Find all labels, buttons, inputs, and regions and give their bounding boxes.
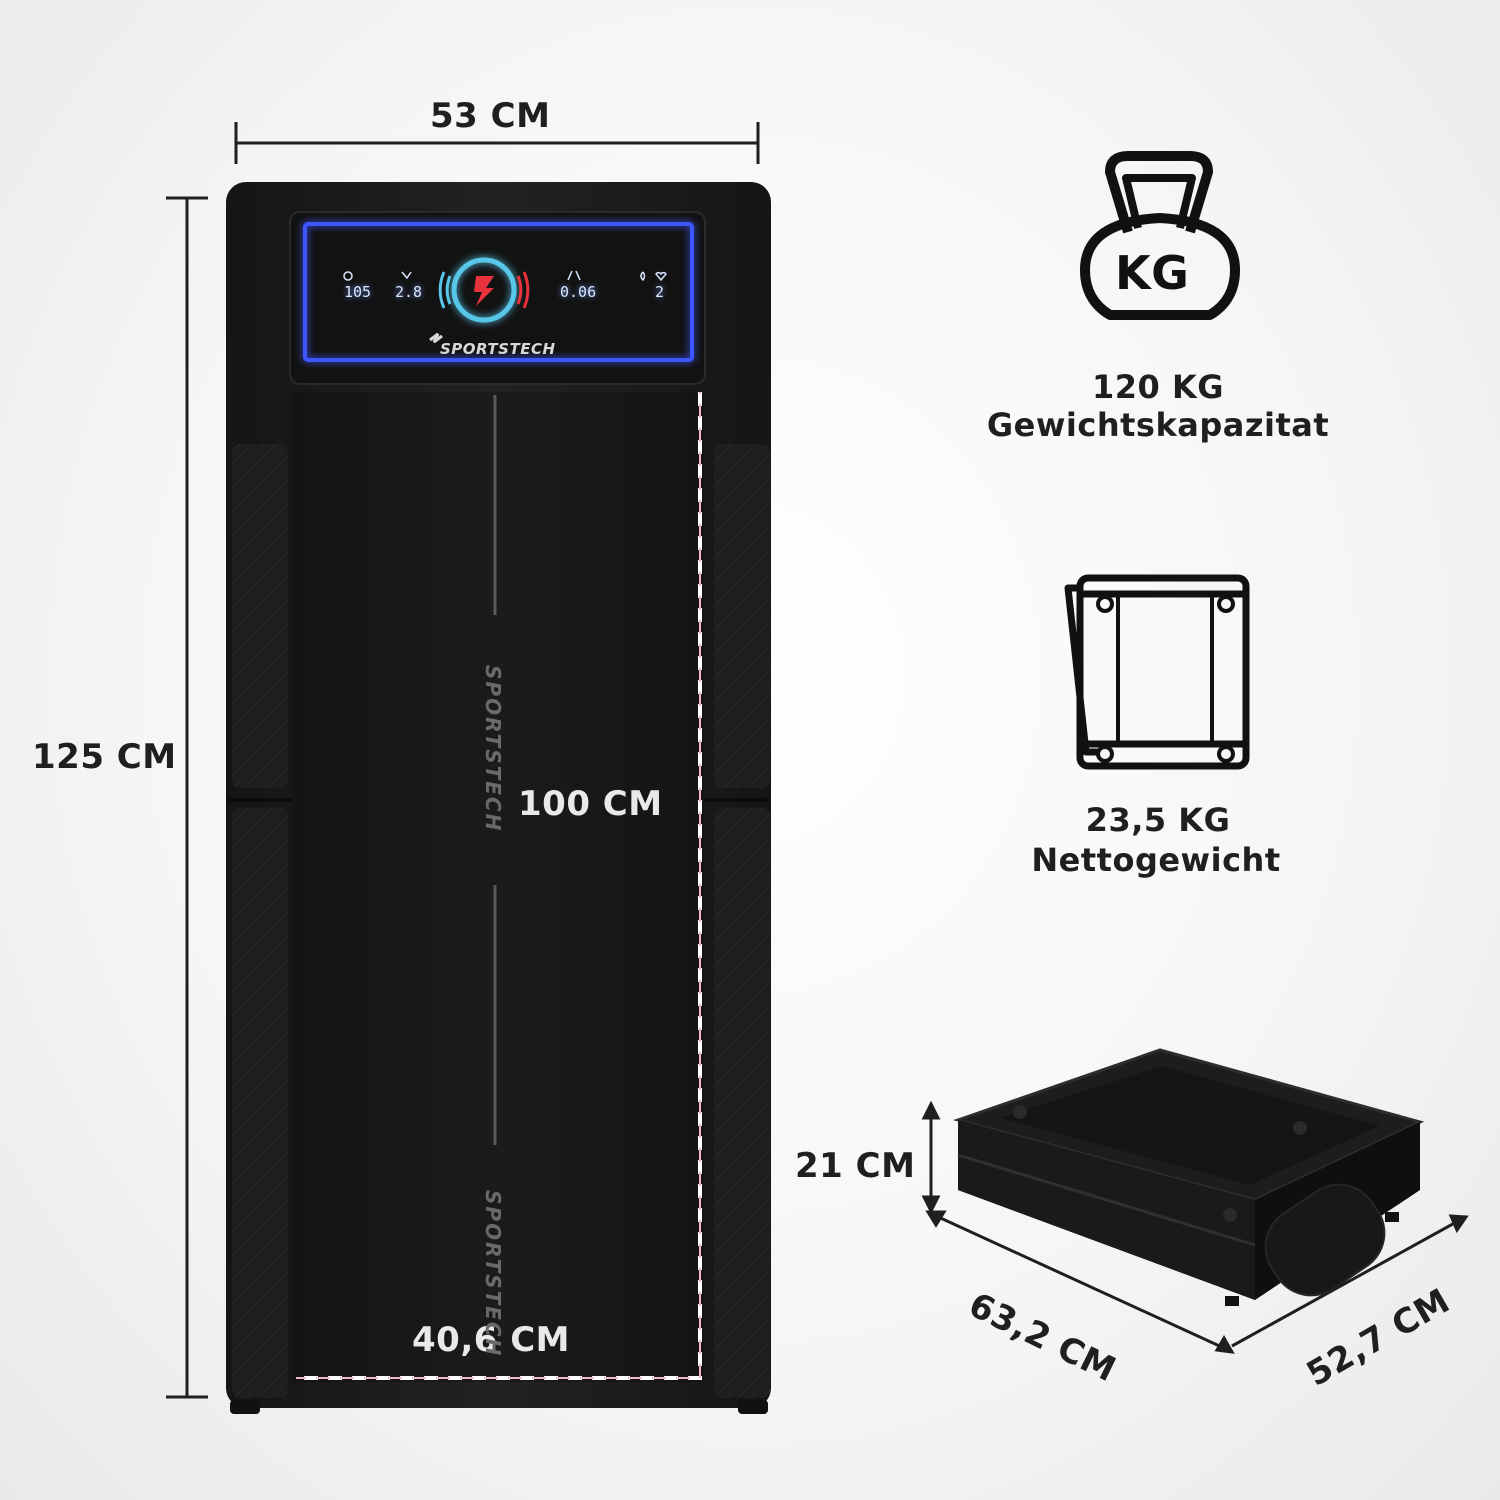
console-panel bbox=[289, 211, 706, 385]
folded-treadmill bbox=[952, 1048, 1425, 1306]
belt-length-label: 100 CM bbox=[518, 784, 663, 824]
net-weight-value: 23,5 KG bbox=[1085, 801, 1231, 839]
belt-dashed-outline bbox=[296, 392, 702, 1380]
belt-width-label: 40,6 CM bbox=[412, 1320, 571, 1360]
heart-icon bbox=[655, 271, 667, 282]
kettlebell-icon bbox=[1080, 151, 1240, 320]
width-dimension-line bbox=[234, 122, 760, 164]
net-weight-icon bbox=[1064, 574, 1250, 770]
console-glow-frame bbox=[303, 222, 694, 362]
width-top-label: 53 CM bbox=[430, 96, 551, 136]
belt-brand-upper: SPORTSTECH bbox=[481, 665, 505, 833]
speed-icon bbox=[401, 271, 412, 280]
treadmill-top-view bbox=[226, 182, 771, 1414]
distance-icon bbox=[567, 270, 581, 281]
net-weight-label: Nettogewicht bbox=[1031, 841, 1281, 879]
length-total-label: 125 CM bbox=[32, 737, 177, 777]
belt-brand-lower: SPORTSTECH bbox=[481, 1190, 505, 1358]
clock-icon bbox=[343, 271, 353, 281]
calories-icon bbox=[640, 271, 646, 282]
console-time: 105 bbox=[344, 283, 372, 301]
kettlebell-kg-text: KG bbox=[1115, 246, 1190, 300]
console-calories: 2 bbox=[655, 283, 665, 301]
folded-height-label: 21 CM bbox=[795, 1146, 916, 1186]
console-brand: SPORTSTECH bbox=[440, 340, 556, 358]
running-belt bbox=[292, 392, 704, 1382]
speed-dial-icon bbox=[438, 257, 530, 323]
sportstech-logo-icon bbox=[429, 332, 443, 344]
folded-dimension-lines bbox=[921, 1100, 1469, 1354]
capacity-value: 120 KG bbox=[1092, 368, 1224, 406]
console-speed: 2.8 bbox=[395, 283, 423, 301]
console-distance: 0.06 bbox=[560, 283, 597, 301]
capacity-label: Gewichtskapazitat bbox=[986, 406, 1330, 444]
length-dimension-line bbox=[166, 196, 208, 1399]
